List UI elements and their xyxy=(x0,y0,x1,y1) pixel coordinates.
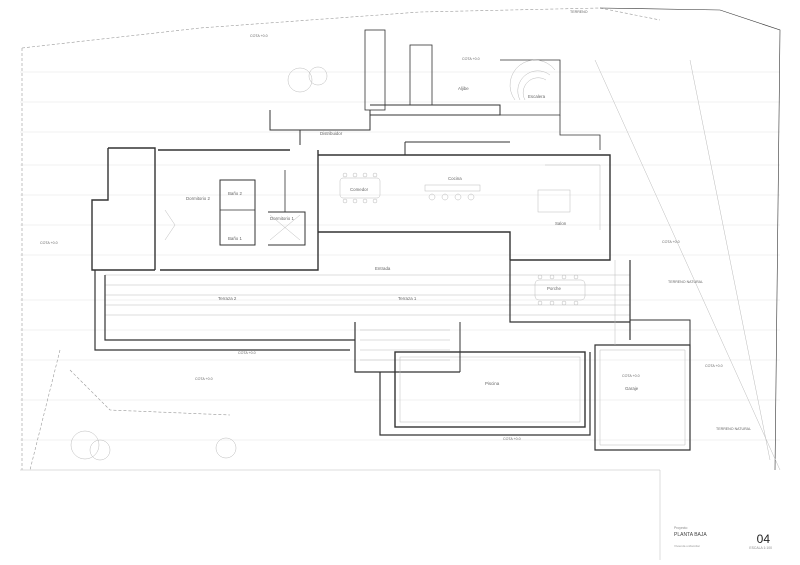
label-entrada: Entrada xyxy=(375,266,391,271)
cota-porche: COTA +0.0 xyxy=(238,351,256,355)
cota-garaje: COTA +0.0 xyxy=(622,374,640,378)
cota-right-bottom: COTA +0.0 xyxy=(705,364,723,368)
vegetation xyxy=(70,66,328,461)
cota-escalera: COTA +0.0 xyxy=(462,57,480,61)
site-boundary xyxy=(20,7,781,560)
house-outline xyxy=(91,147,611,271)
label-comedor: Comedor xyxy=(350,187,369,192)
cota-right: COTA +0.0 xyxy=(662,240,680,244)
terraces xyxy=(94,260,691,451)
label-escalera: Escalera xyxy=(528,94,546,99)
label-piscina: Piscina xyxy=(485,381,500,386)
label-cocina: Cocina xyxy=(448,176,462,181)
label-bano-2: Baño 2 xyxy=(228,191,242,196)
label-aljibe: Aljibe xyxy=(458,86,469,91)
cota-jardin: COTA +0.0 xyxy=(195,377,213,381)
title-block: Proyecto PLANTA BAJA Vivienda unifamilia… xyxy=(662,518,782,564)
terreno-top: TERRENO xyxy=(570,10,588,14)
label-terraza-2: Terraza 2 xyxy=(218,296,237,301)
label-terraza-1: Terraza 1 xyxy=(398,296,417,301)
sheet-scale: ESCALA 1:100 xyxy=(749,546,772,550)
furniture xyxy=(164,172,586,306)
sheet-project: Proyecto xyxy=(674,526,688,530)
label-dormitorio-1: Dormitorio 1 xyxy=(270,216,294,221)
label-porche: Porche xyxy=(547,286,561,291)
terreno-natural-2: TERRENO NATURAL xyxy=(716,427,751,431)
room-labels: Comedor Cocina Salon Dormitorio 2 Dormit… xyxy=(186,86,639,391)
sheet-number: 04 xyxy=(756,532,770,546)
cota-pool: COTA +0.0 xyxy=(503,437,521,441)
sheet-title: PLANTA BAJA xyxy=(674,532,707,538)
cota-top: COTA +0.0 xyxy=(250,34,268,38)
label-garaje: Garaje xyxy=(625,386,639,391)
label-dormitorio-2: Dormitorio 2 xyxy=(186,196,210,201)
sheet-note: Vivienda unifamiliar xyxy=(674,544,700,548)
cota-left: COTA +0.0 xyxy=(40,241,58,245)
upper-structures xyxy=(269,29,601,155)
terreno-natural-1: TERRENO NATURAL xyxy=(668,280,703,284)
level-labels: COTA +0.0 COTA +0.0 COTA +0.0 COTA +0.0 … xyxy=(40,10,751,441)
label-distribuidor: Distribuidor xyxy=(320,131,343,136)
label-salon: Salon xyxy=(555,221,567,226)
label-bano-1: Baño 1 xyxy=(228,236,242,241)
